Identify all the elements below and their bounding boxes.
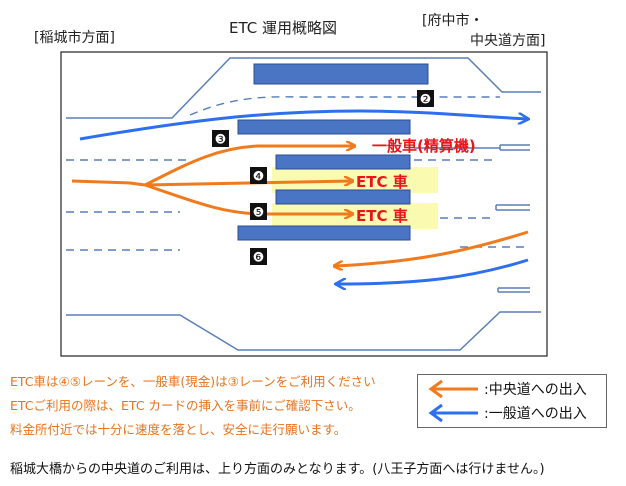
legend-arrows [428, 379, 478, 423]
toll-booth-1 [253, 63, 429, 85]
lane-marker-2 [417, 90, 434, 107]
etc-lane-highlight-5 [272, 203, 438, 229]
toll-booth-3 [275, 154, 411, 170]
note-3: 料金所付近では十分に速度を落とし、安全に走行願います。 [10, 422, 347, 437]
lane-marker-6 [250, 248, 267, 265]
blue-routes [79, 109, 528, 284]
lane-marker-6-text: ❻ [253, 251, 265, 266]
toll-booths [237, 63, 429, 241]
lane-marker-4 [250, 167, 267, 184]
lane-marker-2-text: ❷ [420, 93, 432, 108]
diagram-title: ETC 運用概略図 [229, 19, 338, 37]
lane-dashes [66, 96, 530, 251]
lane-marker-4-text: ❹ [253, 170, 265, 185]
lane-marker-5-text: ❺ [253, 206, 265, 221]
note-1: ETC車は④⑤レーンを、一般車(現金)は③レーンをご利用ください [10, 374, 376, 389]
lane-marker-3 [212, 130, 229, 147]
etc-lane-label-2: ETC 車 [356, 207, 408, 225]
etc-lane-label-1: ETC 車 [356, 173, 408, 191]
toll-booth-4 [275, 189, 411, 205]
legend-orange-label: :中央道への出入 [484, 382, 587, 398]
right-direction-label-line1: [府中市・ [422, 13, 484, 29]
left-direction-label: [稲城市方面] [34, 30, 115, 46]
legend-blue-label: :一般道への出入 [484, 406, 587, 422]
general-lane-label: 一般車(精算機) [372, 137, 476, 155]
road-outlines [66, 57, 541, 351]
toll-booth-5 [237, 225, 411, 241]
right-direction-label-line2: 中央道方面] [470, 33, 546, 49]
etc-lane-highlight-4 [272, 167, 438, 193]
note-2: ETCご利用の際は、ETC カードの挿入を事前にご確認下さい。 [10, 398, 361, 413]
legend: :中央道への出入 :一般道への出入 [417, 374, 607, 428]
footer-note: 稲城大橋からの中央道のご利用は、上り方面のみとなります。(八王子方面へは行けませ… [10, 462, 545, 477]
lane-markers: ❷ ❸ ❹ ❺ ❻ [212, 90, 434, 266]
lane-marker-3-text: ❸ [215, 133, 227, 148]
lane-marker-5 [250, 203, 267, 220]
toll-booth-2 [237, 119, 411, 135]
